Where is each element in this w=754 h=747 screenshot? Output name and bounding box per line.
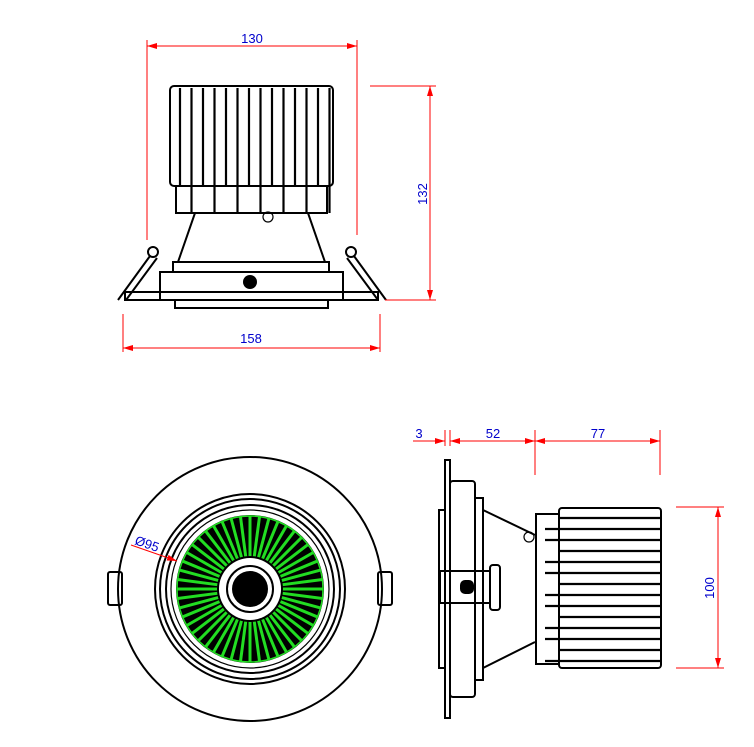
- reflector-fin: [268, 614, 296, 648]
- reflector-fin: [282, 591, 323, 601]
- reflector-fin: [177, 591, 218, 601]
- reflector-fin: [279, 600, 319, 619]
- svg-text:3: 3: [415, 426, 422, 441]
- reflector-rim: [176, 515, 324, 663]
- reflector-fin: [181, 559, 221, 578]
- reflector-fin: [265, 525, 288, 562]
- reflector-fin: [191, 607, 225, 635]
- reflector-fin: [197, 536, 228, 567]
- reflector-fin: [204, 614, 232, 648]
- reflector-fin: [257, 518, 271, 558]
- svg-text:100: 100: [702, 577, 717, 599]
- heatsink-fins: [178, 88, 331, 213]
- reflector-fin: [179, 596, 219, 610]
- reflector-fin: [281, 568, 321, 582]
- spring-clip-right: [345, 246, 387, 301]
- reflector-fin: [212, 616, 235, 653]
- reflector-fin: [279, 559, 319, 578]
- reflector-fin: [272, 611, 303, 642]
- led-lens: [232, 571, 268, 607]
- pivot-screw: [243, 275, 257, 289]
- reflector-fin: [197, 611, 228, 642]
- reflector-fin: [179, 568, 219, 582]
- reflector-fin: [191, 543, 225, 571]
- reflector-fin: [229, 518, 243, 558]
- reflector-fin: [277, 551, 314, 574]
- reflector-fin: [238, 516, 248, 557]
- reflector-fin: [277, 604, 314, 627]
- dimension-132: 132: [370, 85, 436, 301]
- reflector-fin: [220, 520, 239, 560]
- reflector-fins: [176, 515, 324, 663]
- reflector-fin: [275, 543, 309, 571]
- svg-text:130: 130: [241, 31, 263, 46]
- dimension-130: 130: [146, 31, 358, 240]
- front-view: [107, 456, 393, 722]
- reflector-fin: [220, 618, 239, 658]
- reflector-fin: [272, 536, 303, 567]
- spring-clip-left: [117, 246, 159, 301]
- reflector-fin: [281, 596, 321, 610]
- reflector-fin: [261, 520, 280, 560]
- heatsink-fins: [545, 516, 660, 663]
- elevation-view: [117, 85, 387, 309]
- side-view: [438, 459, 662, 719]
- reflector-fin: [282, 577, 323, 587]
- reflector-fin: [257, 620, 271, 660]
- reflector-fin: [181, 600, 221, 619]
- reflector-fin: [275, 607, 309, 635]
- reflector-fin: [268, 530, 296, 564]
- dimension-100: 100: [676, 506, 724, 669]
- svg-text:77: 77: [591, 426, 605, 441]
- dimension-3-52-77: 3 52 77: [413, 426, 661, 475]
- reflector-fin: [265, 616, 288, 653]
- reflector-fin: [186, 551, 223, 574]
- reflector-fin: [238, 621, 248, 662]
- reflector-fin: [261, 618, 280, 658]
- svg-text:132: 132: [415, 183, 430, 205]
- svg-text:Ø95: Ø95: [133, 533, 161, 555]
- dimension-158: 158: [122, 314, 381, 352]
- svg-text:158: 158: [240, 331, 262, 346]
- reflector-fin: [212, 525, 235, 562]
- reflector-fin: [177, 577, 218, 587]
- reflector-fin: [252, 621, 262, 662]
- reflector-fin: [229, 620, 243, 660]
- reflector-fin: [252, 516, 262, 557]
- screw-hole: [262, 211, 274, 223]
- reflector-fin: [204, 530, 232, 564]
- reflector-fin: [186, 604, 223, 627]
- svg-text:52: 52: [486, 426, 500, 441]
